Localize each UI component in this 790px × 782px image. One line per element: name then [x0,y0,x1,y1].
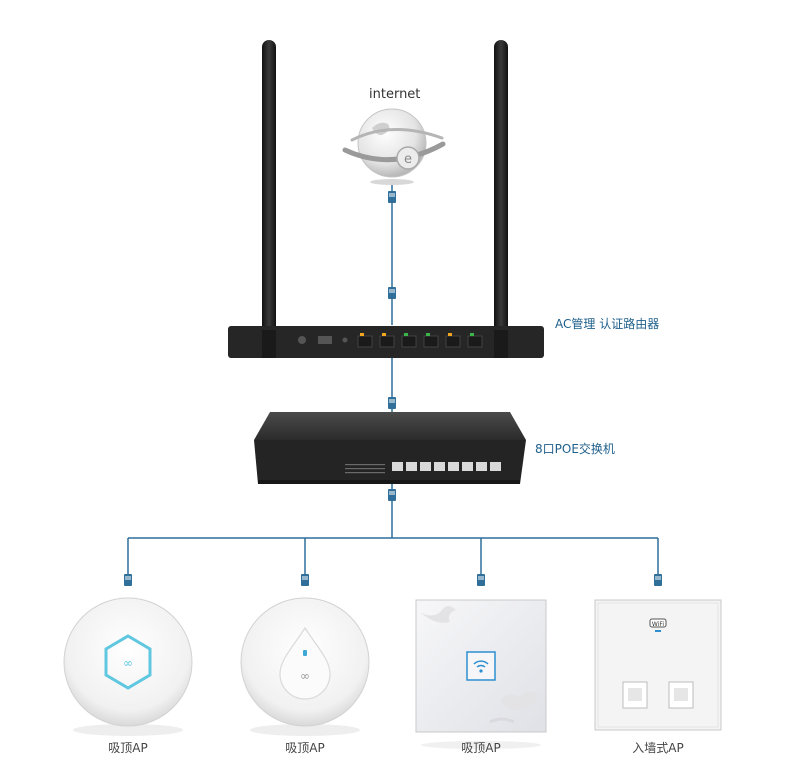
wall-ap-4: WiFi [594,599,722,731]
ceiling-ap-1: ∞ [63,597,193,736]
ap-caption-3: 吸顶AP [461,741,501,755]
ap-caption-1: 吸顶AP [108,741,148,755]
internet-globe-icon: e [342,108,446,185]
wifi-icon [473,660,489,668]
connection-lines [127,185,659,585]
router-label: AC管理 认证路由器 [555,317,660,331]
router-antennas [262,40,508,358]
poe-switch-device [254,412,526,484]
ap-caption-4: 入墙式AP [632,741,684,755]
rj45-port-left [622,681,648,709]
cable-connectors [124,191,662,586]
switch-label: 8口POE交换机 [535,442,615,456]
svg-text:e: e [404,152,412,167]
svg-text:∞: ∞ [300,669,310,683]
panel-ap-3 [415,599,547,749]
router-device [228,326,544,358]
ceiling-ap-2: ∞ [240,597,370,736]
svg-text:WiFi: WiFi [652,621,664,628]
internet-label: internet [369,87,421,102]
ap-caption-2: 吸顶AP [285,741,325,755]
svg-text:∞: ∞ [123,656,133,670]
rj45-port-right [668,681,694,709]
